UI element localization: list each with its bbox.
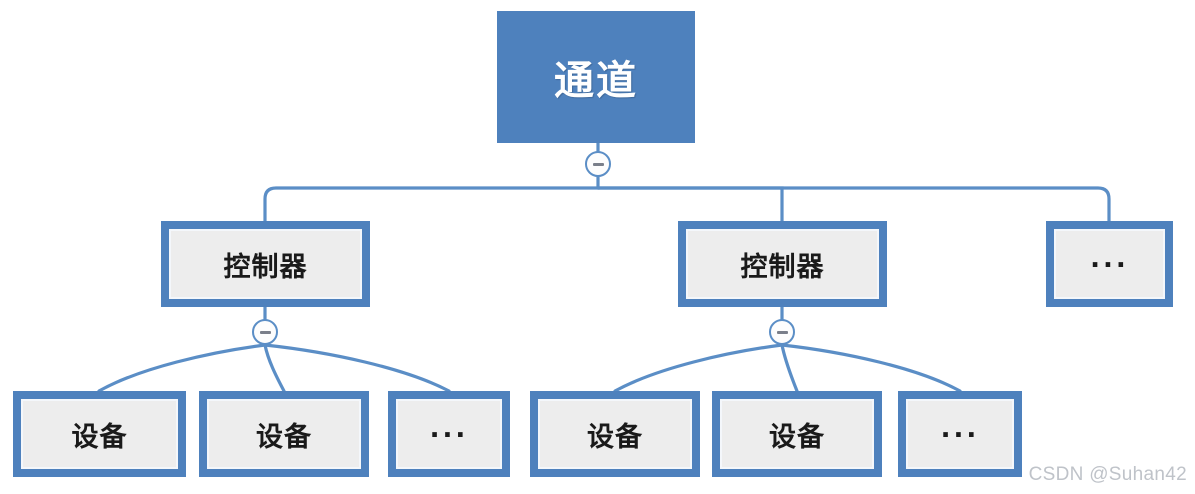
edge-bus-left — [263, 175, 600, 223]
node-device-more-1[interactable]: ... — [388, 391, 510, 477]
node-device-1[interactable]: 设备 — [13, 391, 186, 477]
node-device-4[interactable]: 设备 — [712, 391, 882, 477]
node-controller-2-inner: 控制器 — [686, 229, 879, 299]
node-device-3-label: 设备 — [587, 421, 643, 453]
node-device-1-inner: 设备 — [21, 399, 178, 469]
node-device-more-2-inner: ... — [906, 399, 1014, 469]
minus-bar — [259, 330, 271, 334]
edge-c1-device3 — [263, 343, 451, 393]
node-device-4-inner: 设备 — [720, 399, 874, 469]
node-device-more-2-label: ... — [940, 414, 980, 445]
node-device-2-label: 设备 — [256, 421, 312, 453]
watermark-text: CSDN @Suhan42 — [1028, 464, 1187, 485]
node-device-2-inner: 设备 — [207, 399, 361, 469]
node-controller-2-label: 控制器 — [740, 251, 825, 283]
node-controller-more-label: ... — [1090, 244, 1129, 275]
node-controller-1[interactable]: 控制器 — [161, 221, 370, 307]
node-device-4-label: 设备 — [769, 421, 825, 453]
node-device-3[interactable]: 设备 — [530, 391, 700, 477]
edge-c1-device2 — [263, 343, 286, 393]
node-device-1-label: 设备 — [71, 421, 128, 453]
node-device-more-1-inner: ... — [396, 399, 502, 469]
edge-c2-device1 — [613, 343, 784, 393]
node-device-2[interactable]: 设备 — [199, 391, 369, 477]
minus-circle-icon-controller-1[interactable] — [252, 319, 278, 345]
minus-bar — [592, 162, 604, 166]
edge-bus-right — [596, 186, 1111, 223]
edge-c1-device1 — [97, 343, 267, 393]
edge-c2-device3 — [780, 343, 962, 393]
edge-c2-device2 — [780, 343, 799, 393]
edge-bus-mid — [596, 186, 784, 223]
node-device-more-1-label: ... — [429, 414, 469, 445]
minus-circle-icon-channel[interactable] — [585, 151, 611, 177]
node-channel[interactable]: 通道 — [497, 11, 695, 143]
node-controller-more-inner: ... — [1054, 229, 1165, 299]
node-controller-more[interactable]: ... — [1046, 221, 1173, 307]
node-device-3-inner: 设备 — [538, 399, 692, 469]
node-controller-1-inner: 控制器 — [169, 229, 362, 299]
minus-bar — [776, 330, 788, 334]
node-controller-1-label: 控制器 — [223, 251, 308, 283]
node-channel-label: 通道 — [554, 58, 638, 104]
node-controller-2[interactable]: 控制器 — [678, 221, 887, 307]
node-device-more-2[interactable]: ... — [898, 391, 1022, 477]
minus-circle-icon-controller-2[interactable] — [769, 319, 795, 345]
